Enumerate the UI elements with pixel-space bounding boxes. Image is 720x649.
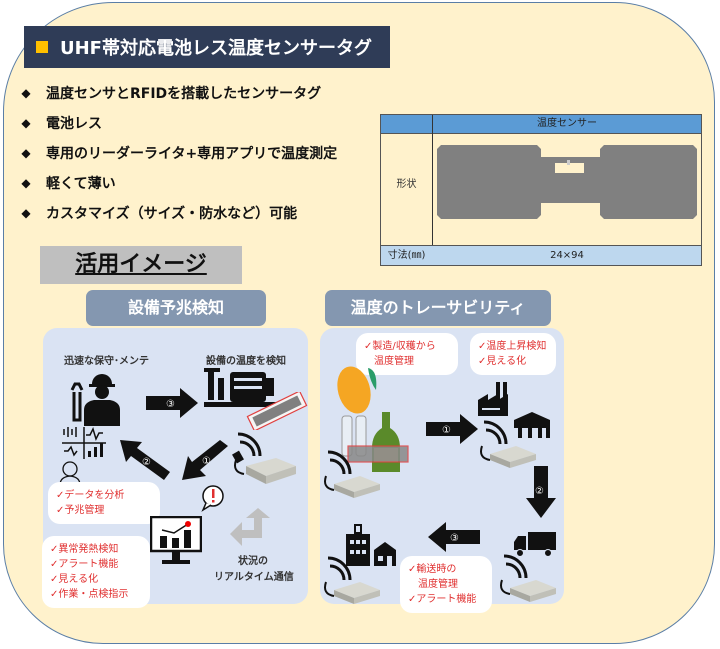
diamond-icon: ◆ bbox=[21, 116, 31, 130]
analysis-bubble: ✓データを分析 ✓予兆管理 bbox=[48, 482, 160, 524]
hospital-house-icon bbox=[346, 524, 396, 566]
spec-size-row: 寸法(㎜) 24×94 bbox=[381, 245, 701, 265]
feature-item: ◆温度センサとRFIDを搭載したセンサータグ bbox=[14, 78, 337, 108]
detect-caption: 設備の温度を検知 bbox=[206, 356, 286, 367]
page-title: UHF帯対応電池レス温度センサータグ bbox=[60, 38, 372, 59]
feature-list: ◆温度センサとRFIDを搭載したセンサータグ ◆電池レス ◆専用のリーダーライタ… bbox=[14, 78, 337, 228]
monitor-dashboard-icon bbox=[150, 516, 202, 564]
truck-icon bbox=[514, 532, 556, 557]
square-bullet-icon bbox=[36, 41, 48, 53]
usage-title: 活用イメージ bbox=[40, 246, 242, 284]
table-divider bbox=[432, 115, 433, 265]
traceability-section-label: 温度のトレーサビリティ bbox=[325, 290, 551, 326]
sensor-tag-on-machine-icon bbox=[246, 392, 308, 430]
step-3-arrow-icon: ③ bbox=[146, 388, 198, 418]
trace-step-2-arrow-icon: ② bbox=[526, 466, 556, 518]
realtime-loop-arrow-icon bbox=[230, 508, 270, 546]
predictive-section-label: 設備予兆検知 bbox=[86, 290, 266, 326]
svg-text:③: ③ bbox=[166, 399, 175, 410]
reader-writer-icon bbox=[324, 450, 380, 498]
alert-speech-icon bbox=[201, 485, 224, 512]
feature-item: ◆専用のリーダーライタ+専用アプリで温度測定 bbox=[14, 138, 337, 168]
origin-bubble: ✓製造/収穫から 温度管理 bbox=[356, 333, 458, 375]
products-icon bbox=[337, 366, 409, 472]
title-bar: UHF帯対応電池レス温度センサータグ bbox=[24, 26, 390, 68]
svg-text:②: ② bbox=[535, 486, 544, 497]
feature-item: ◆カスタマイズ（サイズ・防水など）可能 bbox=[14, 198, 337, 228]
spec-header: 温度センサー bbox=[381, 115, 701, 134]
step-2-arrow-icon: ② bbox=[120, 440, 170, 480]
factory-bubble: ✓温度上昇検知 ✓見える化 bbox=[470, 333, 556, 375]
diamond-icon: ◆ bbox=[21, 86, 31, 100]
svg-text:③: ③ bbox=[450, 533, 459, 544]
analysis-person-icon bbox=[59, 426, 106, 485]
reader-writer-icon bbox=[500, 554, 556, 602]
feature-item: ◆電池レス bbox=[14, 108, 337, 138]
sensor-tag-shape-icon bbox=[437, 145, 697, 219]
maintenance-caption: 迅速な保守･メンテ bbox=[64, 356, 149, 367]
transport-bubble: ✓輸送時の 温度管理 ✓アラート機能 bbox=[400, 556, 492, 613]
reader-writer-icon bbox=[232, 432, 296, 484]
reader-writer-icon bbox=[480, 420, 536, 468]
machine-icon bbox=[204, 368, 276, 407]
trace-step-1-arrow-icon: ① bbox=[426, 414, 478, 444]
shape-label: 形状 bbox=[396, 179, 417, 190]
svg-text:①: ① bbox=[202, 456, 211, 467]
step-1-arrow-icon: ① bbox=[182, 440, 228, 480]
svg-text:②: ② bbox=[142, 457, 151, 468]
feature-item: ◆軽くて薄い bbox=[14, 168, 337, 198]
trace-step-3-arrow-icon: ③ bbox=[428, 522, 480, 552]
realtime-caption-1: 状況の bbox=[238, 556, 268, 567]
factory-warehouse-icon bbox=[478, 382, 550, 438]
diamond-icon: ◆ bbox=[21, 206, 31, 220]
reader-writer-icon bbox=[324, 556, 380, 604]
realtime-caption-2: リアルタイム通信 bbox=[214, 572, 294, 583]
worker-icon bbox=[70, 374, 120, 426]
diamond-icon: ◆ bbox=[21, 176, 31, 190]
diamond-icon: ◆ bbox=[21, 146, 31, 160]
alert-bubble: ✓異常発熱検知 ✓アラート機能 ✓見える化 ✓作業・点検指示 bbox=[42, 536, 150, 608]
spec-table: 温度センサー 形状 寸法(㎜) 24×94 bbox=[380, 114, 702, 266]
svg-text:①: ① bbox=[442, 425, 451, 436]
